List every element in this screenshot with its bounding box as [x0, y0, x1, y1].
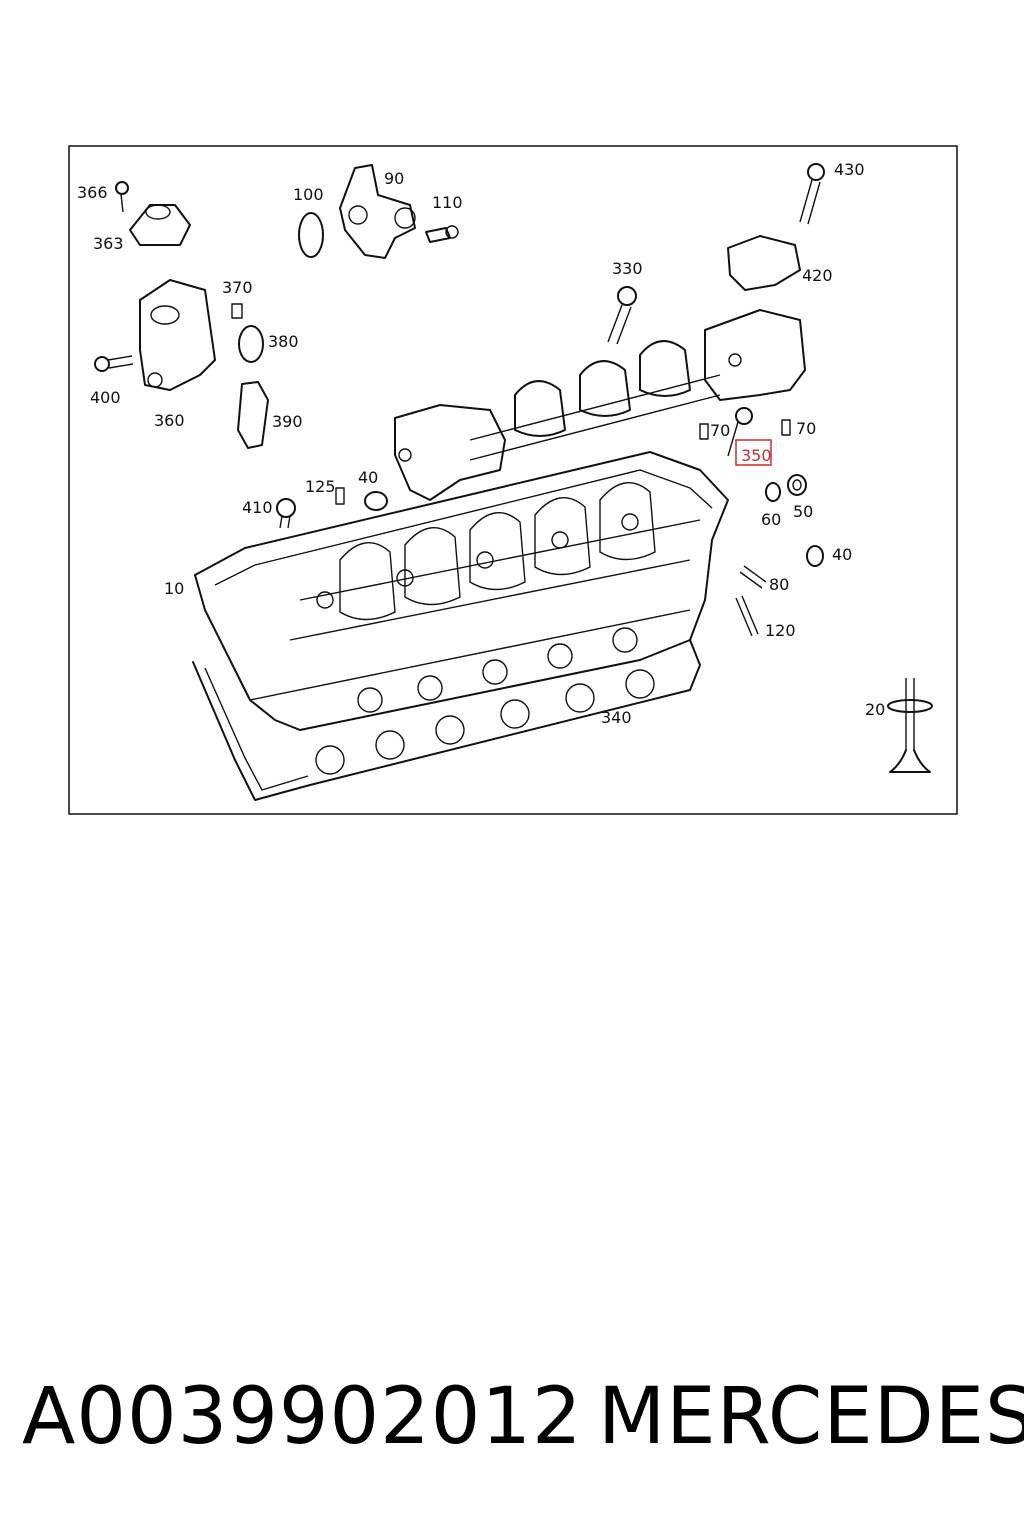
callout-125: 125	[305, 477, 336, 496]
callout-400: 400	[90, 388, 121, 407]
stud-120-illustration	[735, 595, 759, 637]
cam-bearing-saddles	[339, 482, 656, 621]
plug-40-left-illustration	[364, 491, 388, 511]
callout-366: 366	[77, 183, 108, 202]
valve-ports	[316, 513, 639, 713]
bolt-110-illustration	[425, 225, 459, 243]
washer-60-illustration	[765, 482, 781, 502]
callout-380: 380	[268, 332, 299, 351]
brand-label: MERCEDES	[598, 1372, 1024, 1462]
pin-370-illustration	[231, 303, 243, 319]
callout-100: 100	[293, 185, 324, 204]
callout-330: 330	[612, 259, 643, 278]
head-gasket-illustration	[192, 639, 701, 801]
callout-363: 363	[93, 234, 124, 253]
callout-120: 120	[765, 621, 796, 640]
valve-20-illustration	[887, 678, 933, 773]
callout-50: 50	[793, 502, 813, 521]
plug-40-right-illustration	[806, 545, 824, 567]
camshaft-carrier-illustration	[394, 309, 806, 501]
exploded-parts-diagram: 366 363 100 90 110 430 420 330 370 380 4…	[68, 145, 958, 815]
callout-370: 370	[222, 278, 253, 297]
dowel-70-right-illustration	[781, 419, 791, 436]
screw-366-illustration	[115, 181, 129, 213]
callout-430: 430	[834, 160, 865, 179]
pin-80-illustration	[739, 565, 767, 589]
valve-350-illustration	[727, 407, 753, 457]
callout-70-left: 70	[710, 421, 730, 440]
callout-390: 390	[272, 412, 303, 431]
o-ring-100-illustration	[298, 212, 324, 258]
callout-410: 410	[242, 498, 273, 517]
callout-90: 90	[384, 169, 404, 188]
bolt-410-illustration	[276, 498, 296, 529]
gasket-390-illustration	[237, 381, 269, 449]
callout-10: 10	[164, 579, 184, 598]
valve-assembly-360-illustration	[139, 279, 216, 391]
callout-60: 60	[761, 510, 781, 529]
callout-110: 110	[432, 193, 463, 212]
dowel-125-illustration	[335, 487, 345, 505]
callout-70-right: 70	[796, 419, 816, 438]
actuator-363-illustration	[129, 204, 191, 246]
callout-highlight-box	[735, 439, 772, 466]
seal-ring-380-illustration	[238, 325, 264, 363]
callout-350: 350	[741, 446, 772, 465]
plug-50-illustration	[787, 474, 807, 496]
bolt-400-illustration	[94, 355, 134, 372]
bolt-330-illustration	[607, 286, 637, 345]
callout-420: 420	[802, 266, 833, 285]
callout-40-right: 40	[832, 545, 852, 564]
part-number-label: A0039902012	[22, 1372, 583, 1462]
dowel-70-left-illustration	[699, 423, 709, 440]
callout-20: 20	[865, 700, 885, 719]
callout-40-left: 40	[358, 468, 378, 487]
cylinder-head-illustration	[194, 451, 729, 731]
coolant-flange-90-illustration	[339, 164, 416, 259]
bracket-420-illustration	[727, 235, 801, 291]
callout-80: 80	[769, 575, 789, 594]
callout-340: 340	[601, 708, 632, 727]
diagram-frame	[68, 145, 958, 815]
bolt-430-illustration	[799, 163, 825, 225]
callout-360: 360	[154, 411, 185, 430]
